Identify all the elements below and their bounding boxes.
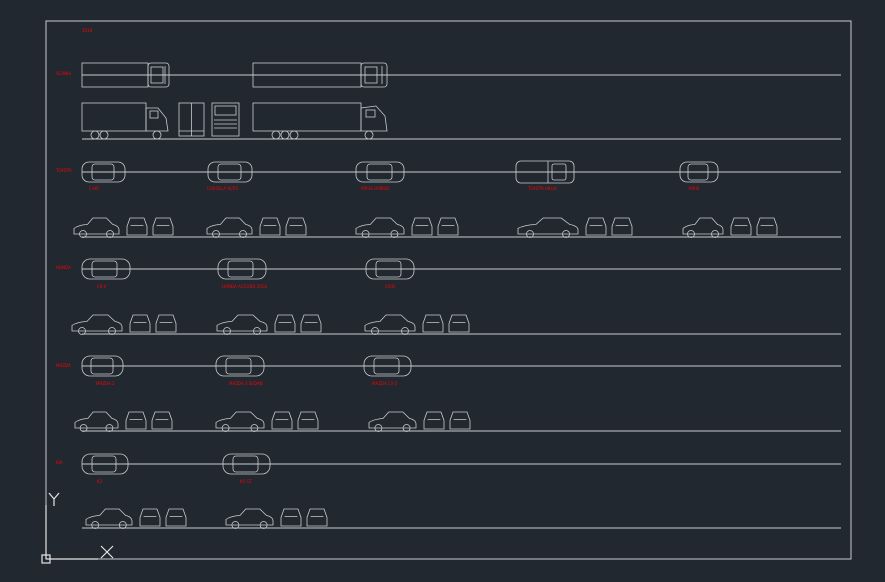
car-0-2-side-view [355,217,405,235]
car-rear-view [448,314,470,333]
wheel [259,521,268,529]
car-rear-view [449,411,471,430]
wheel [250,424,259,432]
wheel [374,424,383,432]
truck-top-view-2 [252,62,388,88]
truck-rear-view [178,102,205,137]
car-front-view [411,217,433,236]
model-label: YARIS [687,186,700,191]
car-front-view [271,411,293,430]
ucs-icon: Y X [41,492,114,564]
car-front-view [274,314,296,333]
car-1-2-side-view [364,314,416,332]
model-label: HONDA ACCORD 2018 [222,284,267,289]
car-front-view [585,217,607,236]
wheel [223,327,231,335]
car-2-1-side-view [215,411,265,429]
car-rear-view [151,411,173,430]
car-front-view [126,217,148,236]
car-front-view [730,217,752,236]
wheel [78,327,86,335]
car-rear-view [756,217,778,236]
wheel [212,230,220,238]
wheel [253,327,261,335]
wheel [118,521,127,529]
group-label-3: MAZDA [56,363,71,368]
car-elevation-views [71,217,778,529]
model-label: K5 GT [240,479,252,484]
truck-side-view-1 [81,102,169,140]
wheel [562,230,570,238]
car-0-3-side-view [517,217,579,235]
wheel [361,230,370,238]
group-label-2: HONDA [56,265,71,270]
wheel [402,424,411,432]
model-label: C-HR [89,186,99,191]
car-2-2-side-view [368,411,417,429]
car-rear-view [165,508,187,527]
car-rear-view [285,217,307,236]
truck-side-view-2 [252,102,388,140]
model-label: K3 [97,479,103,484]
ucs-x-glyph [100,545,114,559]
model-label: CR-V [97,284,107,289]
car-front-view [139,508,161,527]
wheel [105,424,114,432]
group-label-trucks: SCANIA [56,71,71,76]
wheel [221,424,230,432]
wheel [79,230,87,238]
wheel [91,521,100,529]
car-front-view [422,314,444,333]
car-1-0-side-view [71,314,123,332]
wheel [231,521,240,529]
car-front-view [423,411,445,430]
car-0-4-side-view [682,217,724,235]
model-label: COROLLA ALTIS [207,186,238,191]
car-rear-view [155,314,177,333]
wheel [371,327,379,335]
car-front-view [129,314,151,333]
car-top-views [81,160,719,475]
model-label: MAZDA CX-5 [372,381,398,386]
car-0-0-side-view [73,217,120,235]
car-3-0-side-view [85,508,133,526]
header-label: 2018 [82,28,93,33]
truck-top-view-1 [81,62,170,88]
car-rear-view [306,508,328,527]
car-1-1-side-view [216,314,268,332]
ucs-y-glyph [48,492,60,506]
group-label-1: TOYOTA [55,168,72,173]
ucs-origin-box [41,554,51,564]
model-label: MAZDA 2 [96,381,115,386]
wheel [390,230,399,238]
wheel [106,230,114,238]
wheel [526,230,534,238]
model-label: PRIUS HYBRID [361,186,389,191]
model-label: TOYOTA HILUX [527,186,557,191]
car-3-1-side-view [225,508,274,526]
wheel [711,230,719,238]
car-front-view [259,217,281,236]
car-front-view [125,411,147,430]
car-2-0-side-view [74,411,119,429]
truck-front-view-1 [211,102,240,137]
wheel [79,424,88,432]
car-front-view [280,508,302,527]
car-rear-view [297,411,319,430]
wheel [239,230,247,238]
model-label: CIVIC [385,284,396,289]
wheel [401,327,409,335]
drawing-frame [45,20,852,560]
wheel [687,230,695,238]
group-label-4: KIA [56,460,63,465]
car-rear-view [611,217,633,236]
model-label: MAZDA 3 SEDAN [229,381,263,386]
car-rear-view [437,217,459,236]
wheel [108,327,116,335]
ground-lines [82,74,841,529]
car-0-1-side-view [206,217,253,235]
car-rear-view [152,217,174,236]
car-rear-view [300,314,322,333]
